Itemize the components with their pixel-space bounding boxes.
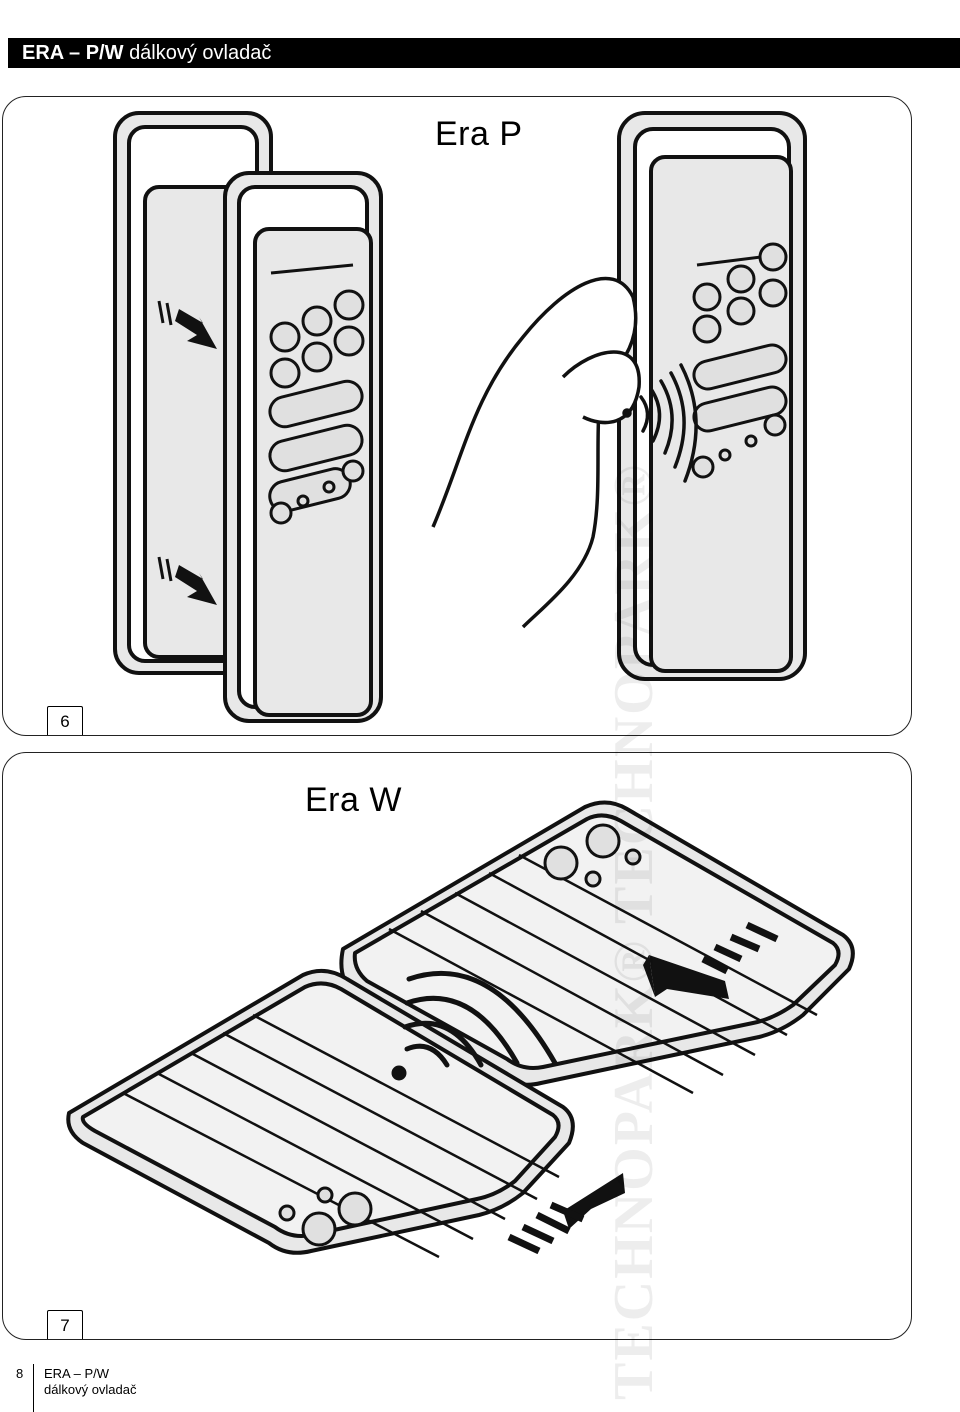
figure-7-panel: Era W <box>2 752 912 1340</box>
header-title-bold: ERA – P/W <box>22 42 124 64</box>
footer-product-name: ERA – P/W <box>44 1366 110 1381</box>
figure-7-title: Era W <box>305 781 402 819</box>
footer-product-desc: dálkový ovladač <box>44 1382 137 1397</box>
footer-divider <box>33 1364 34 1412</box>
figure-6-panel: Era P <box>2 96 912 736</box>
page-footer: 8 ERA – P/W dálkový ovladač <box>0 1364 960 1412</box>
figure-6-number: 6 <box>47 706 83 735</box>
page-number: 8 <box>16 1366 24 1381</box>
era-w-illustration <box>66 800 855 1259</box>
era-p-illustration <box>113 111 807 723</box>
figure-6-title: Era P <box>435 115 523 153</box>
header-title-regular: dálkový ovladač <box>129 42 272 64</box>
header-bar: ERA – P/W dálkový ovladač <box>8 38 960 68</box>
figure-7-number: 7 <box>47 1310 83 1339</box>
